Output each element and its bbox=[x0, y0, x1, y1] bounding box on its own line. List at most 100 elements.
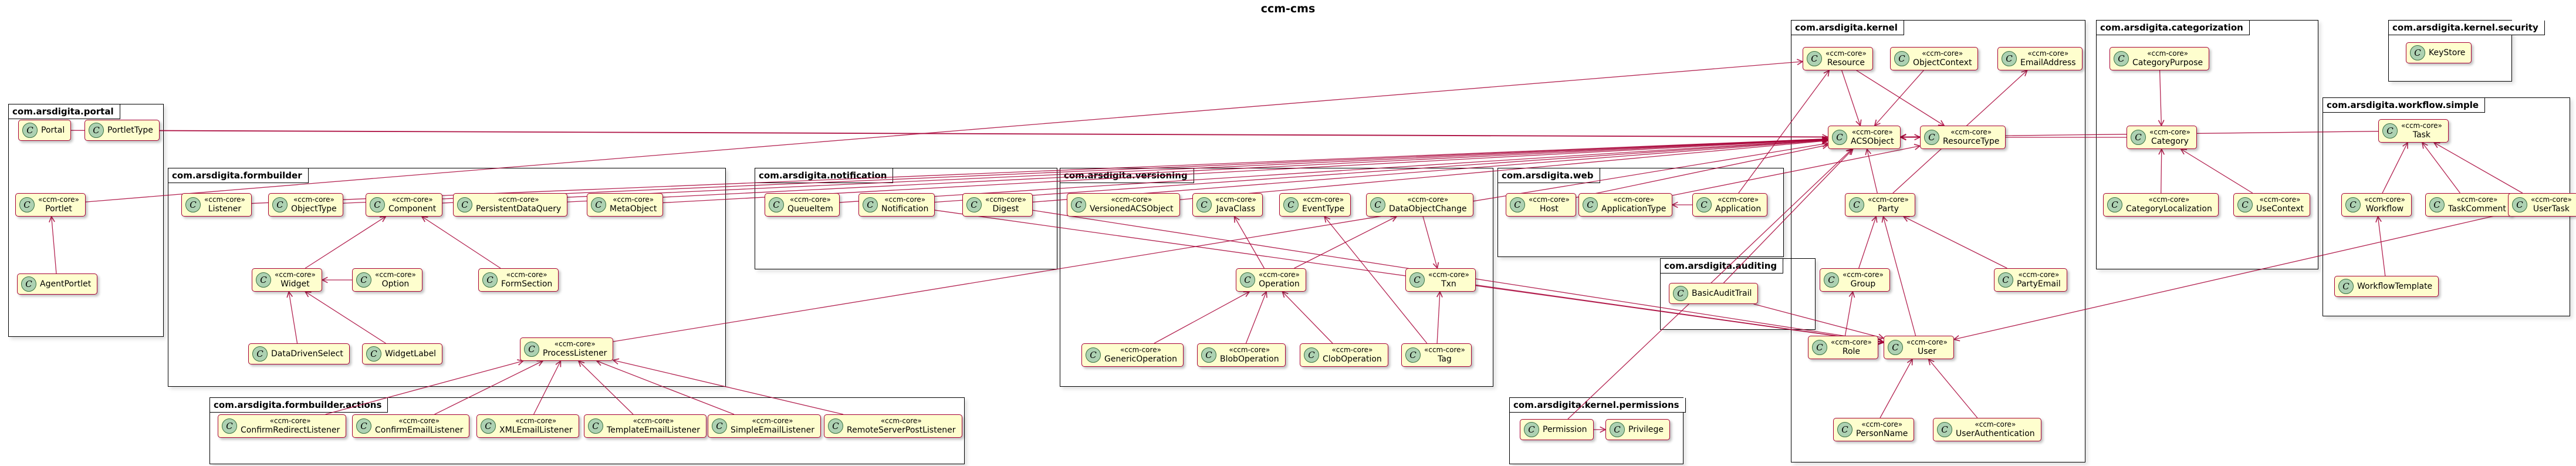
edge-Workflow-to-Task bbox=[2382, 143, 2408, 194]
package-formbuilder: com.arsdigita.formbuilder bbox=[168, 168, 726, 387]
class-ObjectType: C«ccm-core»ObjectType bbox=[268, 193, 343, 217]
class-name: QueueItem bbox=[787, 204, 833, 214]
class-BlobOperation: C«ccm-core»BlobOperation bbox=[1197, 343, 1286, 367]
class-text: «ccm-core»CategoryPurpose bbox=[2132, 49, 2203, 67]
class-text: «ccm-core»Task bbox=[2401, 121, 2442, 140]
package-kernel-security: com.arsdigita.kernel.security bbox=[2388, 20, 2545, 82]
class-SimpleEmailListener: C«ccm-core»SimpleEmailListener bbox=[708, 414, 821, 438]
class-stereotype: «ccm-core» bbox=[1529, 195, 1570, 204]
class-stereotype: «ccm-core» bbox=[2456, 195, 2498, 204]
edge-UserAuthentication-to-User bbox=[1929, 359, 1978, 418]
class-name: RemoteServerPostListener bbox=[847, 425, 956, 435]
package-portal: com.arsdigita.portal bbox=[8, 104, 164, 337]
class-stereotype: «ccm-core» bbox=[1868, 195, 1909, 204]
class-stereotype: «ccm-core» bbox=[1922, 49, 1963, 58]
class-text: «ccm-core»BlobOperation bbox=[1220, 346, 1279, 364]
class-name: UserTask bbox=[2533, 204, 2570, 214]
class-text: «ccm-core»FormSection bbox=[501, 271, 552, 289]
class-circle-icon: C bbox=[272, 197, 288, 212]
class-text: KeyStore bbox=[2429, 48, 2465, 58]
edge-UseContext-to-Category bbox=[2181, 149, 2253, 194]
class-text: «ccm-core»ConfirmRedirectListener bbox=[241, 417, 340, 435]
class-text: «ccm-core»EmailAddress bbox=[2020, 49, 2076, 67]
class-text: «ccm-core»Digest bbox=[985, 195, 1026, 214]
class-stereotype: «ccm-core» bbox=[204, 195, 245, 204]
class-circle-icon: C bbox=[222, 418, 237, 434]
class-stereotype: «ccm-core» bbox=[2148, 195, 2190, 204]
class-name: MetaObject bbox=[610, 204, 657, 214]
class-stereotype: «ccm-core» bbox=[293, 195, 334, 204]
class-Role: C«ccm-core»Role bbox=[1808, 336, 1878, 359]
class-stereotype: «ccm-core» bbox=[2147, 49, 2189, 58]
class-text: «ccm-core»Role bbox=[1831, 338, 1872, 356]
edge-ProcessListener-to-ACSObject bbox=[613, 143, 1828, 342]
class-circle-icon: C bbox=[185, 197, 201, 212]
class-name: Resource bbox=[1827, 58, 1865, 67]
class-circle-icon: C bbox=[2131, 129, 2146, 145]
class-text: «ccm-core»Notification bbox=[881, 195, 928, 214]
class-stereotype: «ccm-core» bbox=[2027, 49, 2069, 58]
class-circle-icon: C bbox=[2345, 197, 2361, 212]
class-stereotype: «ccm-core» bbox=[1303, 195, 1344, 204]
class-name: WidgetLabel bbox=[385, 349, 437, 359]
class-circle-icon: C bbox=[1201, 347, 1216, 363]
class-text: DataDrivenSelect bbox=[271, 349, 343, 359]
class-stereotype: «ccm-core» bbox=[1975, 420, 2016, 428]
class-stereotype: «ccm-core» bbox=[1215, 195, 1256, 204]
class-ACSObject: C«ccm-core»ACSObject bbox=[1828, 126, 1901, 149]
class-name: ACSObject bbox=[1851, 136, 1894, 146]
class-Category: C«ccm-core»Category bbox=[2127, 126, 2197, 149]
class-name: Category bbox=[2151, 136, 2189, 146]
package-label-notification: com.arsdigita.notification bbox=[755, 168, 894, 183]
class-text: «ccm-core»ObjectType bbox=[291, 195, 337, 214]
edge-Resource-to-ResourceType bbox=[1856, 70, 1944, 126]
class-circle-icon: C bbox=[524, 341, 539, 357]
class-QueueItem: C«ccm-core»QueueItem bbox=[765, 193, 840, 217]
class-stereotype: «ccm-core» bbox=[2364, 195, 2405, 204]
class-circle-icon: C bbox=[1673, 286, 1688, 301]
class-circle-icon: C bbox=[2512, 197, 2527, 212]
class-text: «ccm-core»ApplicationType bbox=[1601, 195, 1666, 214]
class-stereotype: «ccm-core» bbox=[884, 195, 926, 204]
class-text: WidgetLabel bbox=[385, 349, 436, 359]
class-Tag: C«ccm-core»Tag bbox=[1401, 343, 1472, 367]
edge-MetaObject-to-ACSObject bbox=[662, 139, 1828, 204]
class-circle-icon: C bbox=[1998, 272, 2013, 288]
edge-QueueItem-to-ACSObject bbox=[839, 140, 1828, 203]
edge-Application-to-Resource bbox=[1738, 70, 1829, 194]
class-TaskComment: C«ccm-core»TaskComment bbox=[2425, 193, 2513, 217]
class-stereotype: «ccm-core» bbox=[880, 417, 922, 425]
class-text: «ccm-core»Application bbox=[1715, 195, 1761, 214]
class-stereotype: «ccm-core» bbox=[1120, 346, 1161, 354]
class-stereotype: «ccm-core» bbox=[2401, 121, 2442, 130]
edge-Listener-to-ACSObject bbox=[251, 139, 1828, 204]
class-Digest: C«ccm-core»Digest bbox=[962, 193, 1033, 217]
class-circle-icon: C bbox=[863, 197, 878, 212]
edge-CategoryPurpose-to-Category bbox=[2160, 70, 2162, 126]
class-circle-icon: C bbox=[252, 346, 268, 362]
class-text: «ccm-core»UserAuthentication bbox=[1956, 420, 2035, 438]
class-text: Portal bbox=[41, 126, 65, 135]
package-label-portal: com.arsdigita.portal bbox=[9, 104, 120, 119]
class-circle-icon: C bbox=[1524, 422, 1539, 437]
class-FormSection: C«ccm-core»FormSection bbox=[478, 268, 559, 292]
class-name: Role bbox=[1842, 346, 1861, 356]
class-stereotype: «ccm-core» bbox=[391, 195, 433, 204]
package-label-kernel-permissions: com.arsdigita.kernel.permissions bbox=[1510, 398, 1686, 413]
class-circle-icon: C bbox=[1196, 197, 1212, 212]
class-text: «ccm-core»Category bbox=[2149, 128, 2190, 146]
edge-Host-to-ACSObject bbox=[1576, 145, 1828, 198]
class-name: JavaClass bbox=[1216, 204, 1256, 214]
class-stereotype: «ccm-core» bbox=[1331, 346, 1373, 354]
class-text: «ccm-core»ProcessListener bbox=[543, 340, 607, 358]
class-circle-icon: C bbox=[1583, 197, 1598, 212]
class-UseContext: C«ccm-core»UseContext bbox=[2233, 193, 2310, 217]
class-PersonName: C«ccm-core»PersonName bbox=[1833, 418, 1915, 441]
class-MetaObject: C«ccm-core»MetaObject bbox=[587, 193, 664, 217]
class-name: Listener bbox=[208, 204, 242, 214]
class-text: «ccm-core»Component bbox=[388, 195, 436, 214]
class-text: «ccm-core»Operation bbox=[1259, 271, 1300, 289]
class-circle-icon: C bbox=[1696, 197, 1712, 212]
class-text: «ccm-core»UserTask bbox=[2531, 195, 2572, 214]
